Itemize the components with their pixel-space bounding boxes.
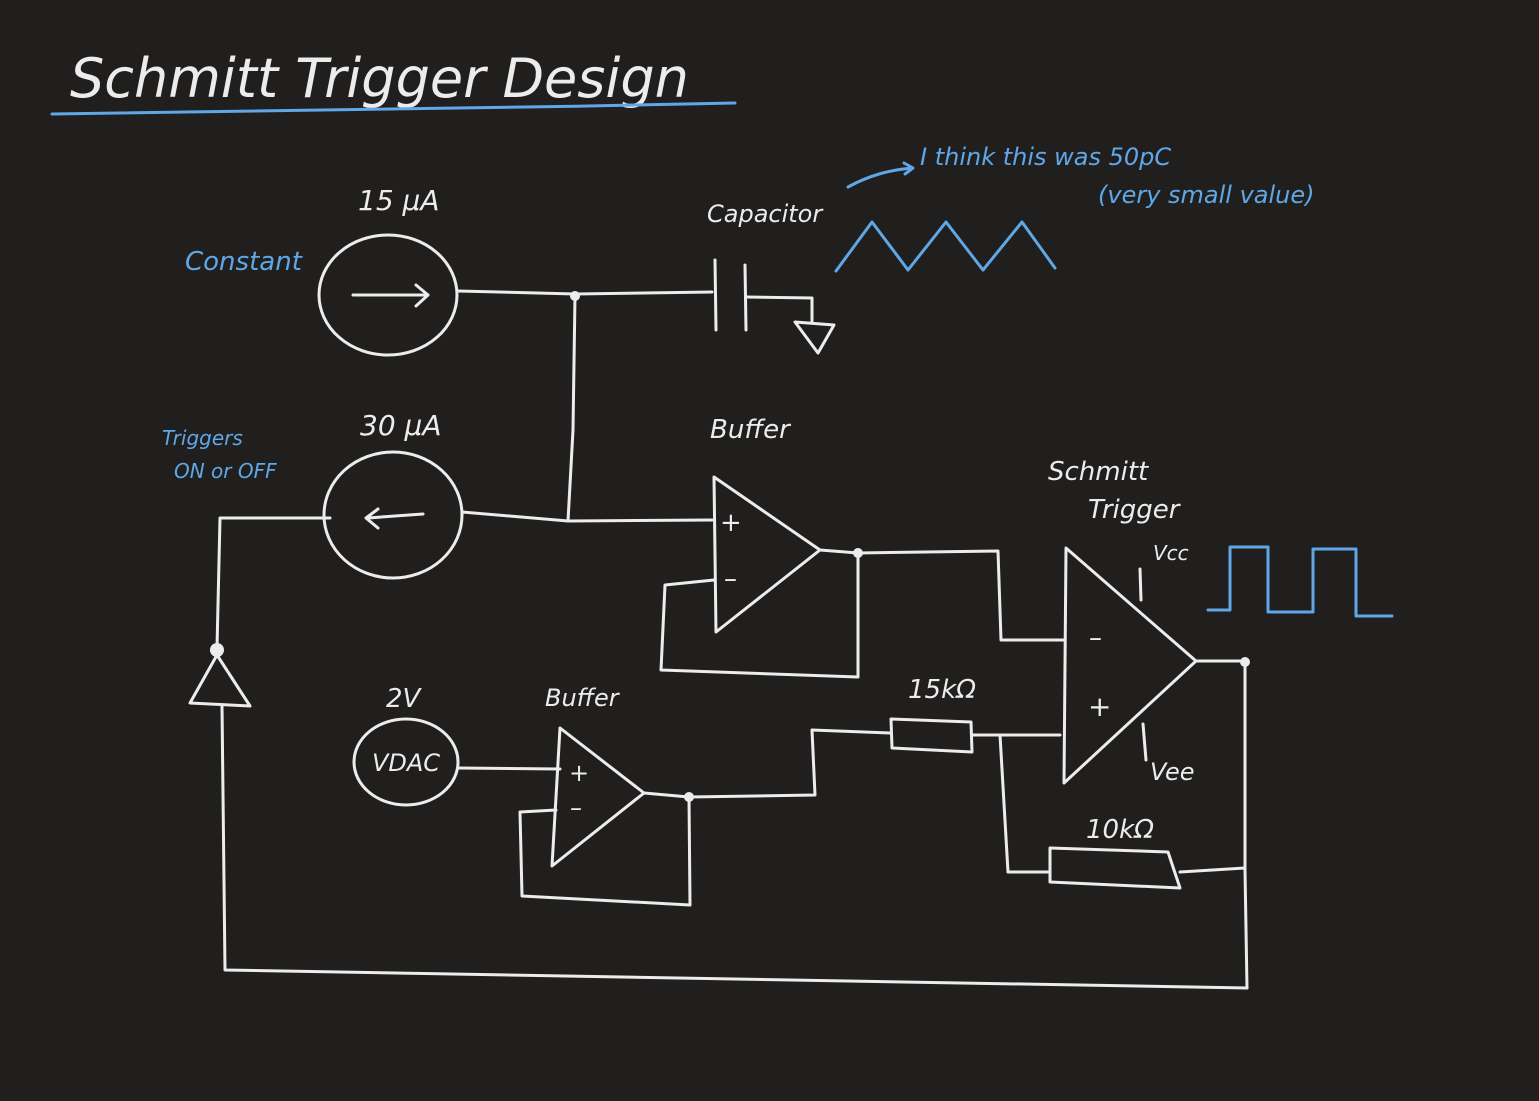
schmitt-opamp: [1062, 546, 1198, 785]
buffer-bottom-minus: –: [570, 794, 582, 822]
buffer-bottom-output: [642, 791, 691, 799]
wire-r2-to-output: [1178, 866, 1247, 874]
arrow-right-icon: [351, 283, 430, 308]
wire-cap-ground: [745, 295, 814, 324]
inverter-icon: [188, 653, 252, 708]
buffer-bottom-feedback: [518, 795, 692, 907]
wire-buffer-to-resistor: [687, 728, 892, 799]
vdac-label: VDAC: [372, 749, 440, 777]
wire-r1-to-r2: [998, 733, 1050, 874]
capacitor-note-line1: I think this was 50pC: [920, 143, 1171, 171]
buffer-top-opamp: [712, 475, 822, 634]
note-arrow-icon: [846, 161, 915, 189]
current-source-1-label: 15 μA: [358, 184, 440, 217]
current-source-1: [317, 233, 459, 357]
wire-output-vertical: [1243, 660, 1249, 990]
wire-buffer-to-schmitt: [856, 549, 1066, 642]
vcc-label: Vcc: [1153, 541, 1189, 565]
schmitt-plus: +: [1088, 690, 1111, 723]
buffer-bottom-label: Buffer: [545, 684, 621, 712]
vcc-pin: [1138, 567, 1143, 602]
current-source-2-label: 30 μA: [360, 409, 442, 442]
schmitt-label-line1: Schmitt: [1048, 457, 1149, 487]
buffer-top-feedback: [659, 551, 860, 679]
square-wave-icon: [1206, 545, 1394, 618]
buffer-top-minus: –: [724, 564, 737, 594]
schmitt-minus: –: [1089, 623, 1102, 653]
triangle-wave-icon: [834, 220, 1057, 273]
diagram-title: Schmitt Trigger Design: [70, 47, 689, 110]
arrow-left-icon: [364, 507, 425, 530]
title-underline: [50, 101, 737, 116]
wire-loop-bottom: [220, 704, 1249, 990]
constant-label: Constant: [185, 247, 303, 277]
buffer-top-output: [818, 548, 860, 555]
vee-label: Vee: [1150, 758, 1195, 786]
vdac-voltage-label: 2V: [386, 684, 423, 714]
r1-label: 15kΩ: [908, 675, 976, 705]
current-source-2: [322, 450, 464, 580]
wire-node-vertical: [566, 294, 577, 523]
wire-source2-to-inverter: [215, 516, 332, 650]
triggers-label-line2: ON or OFF: [174, 459, 277, 483]
triggers-label-line1: Triggers: [162, 426, 243, 450]
r2-label: 10kΩ: [1086, 815, 1154, 845]
resistor-15k: [889, 717, 974, 754]
resistor-10k: [1048, 846, 1182, 890]
capacitor-label: Capacitor: [707, 200, 824, 228]
vdac-source: [352, 717, 460, 807]
inverter-bubble: [210, 643, 224, 657]
vee-pin: [1141, 722, 1148, 762]
ground-icon: [793, 320, 836, 355]
buffer-bottom-opamp: [550, 726, 646, 868]
schmitt-label-line2: Trigger: [1088, 495, 1182, 525]
capacitor-plates: [713, 258, 748, 332]
buffer-top-plus: +: [720, 508, 742, 538]
wire-cap-node: [456, 289, 714, 296]
wire-source2-to-buffer: [460, 510, 714, 523]
capacitor-note-line2: (very small value): [1098, 181, 1315, 209]
buffer-top-label: Buffer: [710, 415, 792, 445]
wire-vdac-to-buffer: [457, 766, 562, 771]
buffer-bottom-plus: +: [569, 759, 589, 787]
